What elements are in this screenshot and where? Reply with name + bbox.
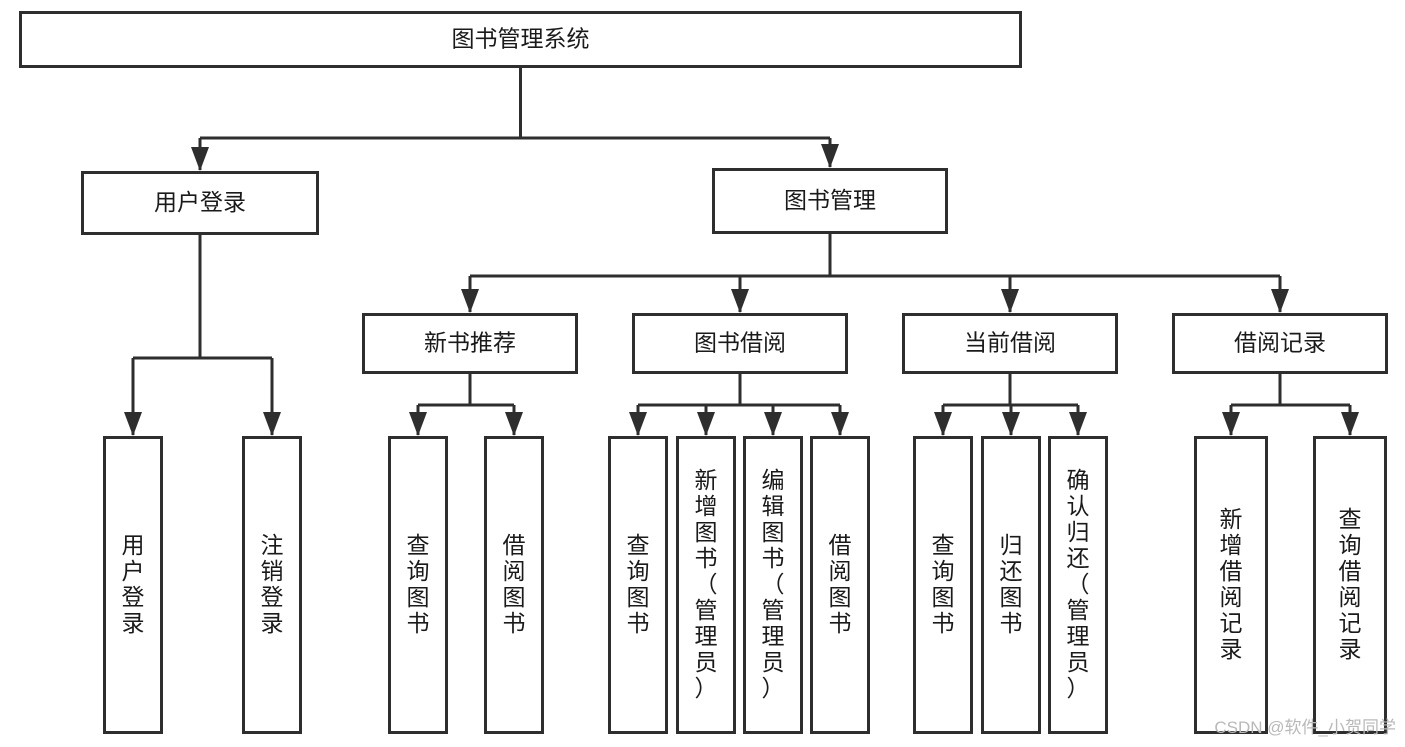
- node-label-current-borrow: 当前借阅: [964, 330, 1056, 356]
- node-leaf-edit-book-admin[interactable]: 编辑图书（管理员）: [743, 436, 803, 734]
- arrow-head-icon: [124, 412, 142, 436]
- node-label-leaf-user-login: 用户登录: [122, 532, 145, 636]
- node-label-leaf-query-book-rec: 查询图书: [407, 532, 430, 636]
- node-box-book-borrow: [632, 313, 848, 374]
- node-leaf-borrow-book-rec[interactable]: 借阅图书: [484, 436, 544, 734]
- arrow-head-icon: [629, 412, 647, 436]
- csdn-watermark: CSDN @软件_小贺同学: [1214, 718, 1396, 737]
- connector-group-user-login: [124, 235, 281, 436]
- arrow-head-icon: [1271, 289, 1289, 313]
- node-user-login[interactable]: 用户登录: [81, 171, 319, 235]
- nodes-layer: 图书管理系统用户登录图书管理新书推荐图书借阅当前借阅借阅记录用户登录注销登录查询…: [19, 11, 1388, 734]
- arrow-head-icon: [731, 289, 749, 313]
- node-label-borrow-record: 借阅记录: [1234, 330, 1326, 356]
- node-label-book-borrow: 图书借阅: [694, 330, 786, 356]
- node-label-book-management: 图书管理: [784, 187, 876, 213]
- arrow-head-icon: [505, 412, 523, 436]
- arrow-head-icon: [1001, 289, 1019, 313]
- connector-group-borrow-record: [1222, 374, 1359, 436]
- node-label-leaf-query-borrow-record: 查询借阅记录: [1339, 506, 1362, 662]
- arrow-head-icon: [697, 412, 715, 436]
- node-label-leaf-add-book-admin: 新增图书（管理员）: [695, 467, 718, 701]
- node-box-leaf-query-book-borrow: [608, 436, 668, 734]
- arrow-head-icon: [764, 412, 782, 436]
- node-label-leaf-logout: 注销登录: [261, 532, 284, 636]
- arrow-head-icon: [461, 289, 479, 313]
- node-leaf-confirm-return-admin[interactable]: 确认归还（管理员）: [1048, 436, 1108, 734]
- arrow-head-icon: [821, 144, 839, 168]
- connector-group-new-book-recommend: [409, 374, 523, 436]
- arrow-head-icon: [934, 412, 952, 436]
- connector-group-book-borrow: [629, 374, 849, 436]
- node-box-root: [19, 11, 1022, 68]
- node-label-leaf-borrow-book-rec: 借阅图书: [503, 532, 526, 636]
- connector-group-root: [191, 68, 839, 171]
- node-box-new-book-recommend: [362, 313, 578, 374]
- node-box-leaf-query-book-current: [913, 436, 973, 734]
- node-label-root: 图书管理系统: [452, 26, 590, 52]
- arrow-head-icon: [409, 412, 427, 436]
- arrow-head-icon: [831, 412, 849, 436]
- node-label-user-login: 用户登录: [154, 189, 246, 215]
- node-label-leaf-edit-book-admin: 编辑图书（管理员）: [762, 467, 785, 701]
- arrow-head-icon: [191, 147, 209, 171]
- node-box-leaf-return-book: [981, 436, 1041, 734]
- node-box-leaf-borrow-book-rec: [484, 436, 544, 734]
- node-leaf-add-borrow-record[interactable]: 新增借阅记录: [1194, 436, 1268, 734]
- connector-group-current-borrow: [934, 374, 1087, 436]
- arrow-head-icon: [1341, 412, 1359, 436]
- node-box-leaf-add-book-admin: [676, 436, 736, 734]
- arrow-head-icon: [263, 412, 281, 436]
- node-box-leaf-edit-book-admin: [743, 436, 803, 734]
- node-new-book-recommend[interactable]: 新书推荐: [362, 313, 578, 374]
- arrow-head-icon: [1222, 412, 1240, 436]
- node-box-current-borrow: [902, 313, 1118, 374]
- node-leaf-user-login[interactable]: 用户登录: [103, 436, 163, 734]
- node-leaf-return-book[interactable]: 归还图书: [981, 436, 1041, 734]
- node-label-leaf-confirm-return-admin: 确认归还（管理员）: [1067, 467, 1090, 701]
- node-leaf-query-book-rec[interactable]: 查询图书: [388, 436, 448, 734]
- node-box-leaf-query-borrow-record: [1313, 436, 1387, 734]
- node-leaf-logout[interactable]: 注销登录: [242, 436, 302, 734]
- node-book-management[interactable]: 图书管理: [712, 168, 948, 234]
- node-box-leaf-query-book-rec: [388, 436, 448, 734]
- node-label-leaf-return-book: 归还图书: [1000, 532, 1023, 636]
- node-box-borrow-record: [1172, 313, 1388, 374]
- node-root[interactable]: 图书管理系统: [19, 11, 1022, 68]
- node-leaf-query-borrow-record[interactable]: 查询借阅记录: [1313, 436, 1387, 734]
- arrow-head-icon: [1002, 412, 1020, 436]
- node-box-leaf-logout: [242, 436, 302, 734]
- node-leaf-add-book-admin[interactable]: 新增图书（管理员）: [676, 436, 736, 734]
- node-label-leaf-add-borrow-record: 新增借阅记录: [1220, 506, 1243, 662]
- node-borrow-record[interactable]: 借阅记录: [1172, 313, 1388, 374]
- node-box-leaf-confirm-return-admin: [1048, 436, 1108, 734]
- node-current-borrow[interactable]: 当前借阅: [902, 313, 1118, 374]
- node-label-leaf-borrow-book: 借阅图书: [829, 532, 852, 636]
- arrow-head-icon: [1069, 412, 1087, 436]
- connectors-layer: [124, 68, 1359, 436]
- node-box-user-login: [81, 171, 319, 235]
- node-box-leaf-add-borrow-record: [1194, 436, 1268, 734]
- node-leaf-query-book-borrow[interactable]: 查询图书: [608, 436, 668, 734]
- node-label-new-book-recommend: 新书推荐: [424, 330, 516, 356]
- node-leaf-query-book-current[interactable]: 查询图书: [913, 436, 973, 734]
- node-label-leaf-query-book-borrow: 查询图书: [627, 532, 650, 636]
- node-leaf-borrow-book[interactable]: 借阅图书: [810, 436, 870, 734]
- node-box-leaf-user-login: [103, 436, 163, 734]
- node-book-borrow[interactable]: 图书借阅: [632, 313, 848, 374]
- connector-group-book-management: [461, 234, 1289, 313]
- node-label-leaf-query-book-current: 查询图书: [932, 532, 955, 636]
- node-box-leaf-borrow-book: [810, 436, 870, 734]
- node-box-book-management: [712, 168, 948, 234]
